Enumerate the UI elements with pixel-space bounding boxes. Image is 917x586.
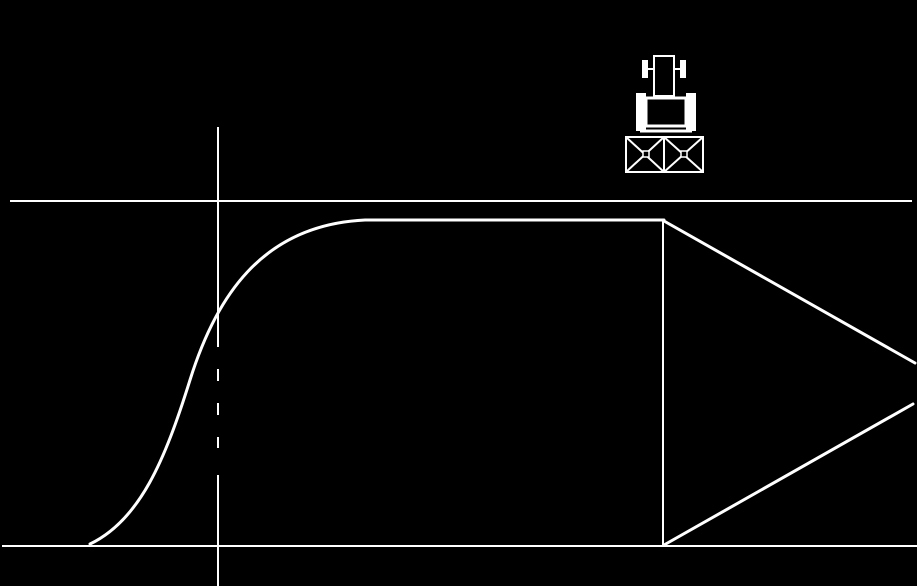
lower-diverging-line — [662, 402, 915, 547]
upper-diverging-line — [662, 219, 917, 365]
spray-profile-curve — [88, 218, 666, 546]
tractor-sprayer-icon — [625, 55, 704, 173]
